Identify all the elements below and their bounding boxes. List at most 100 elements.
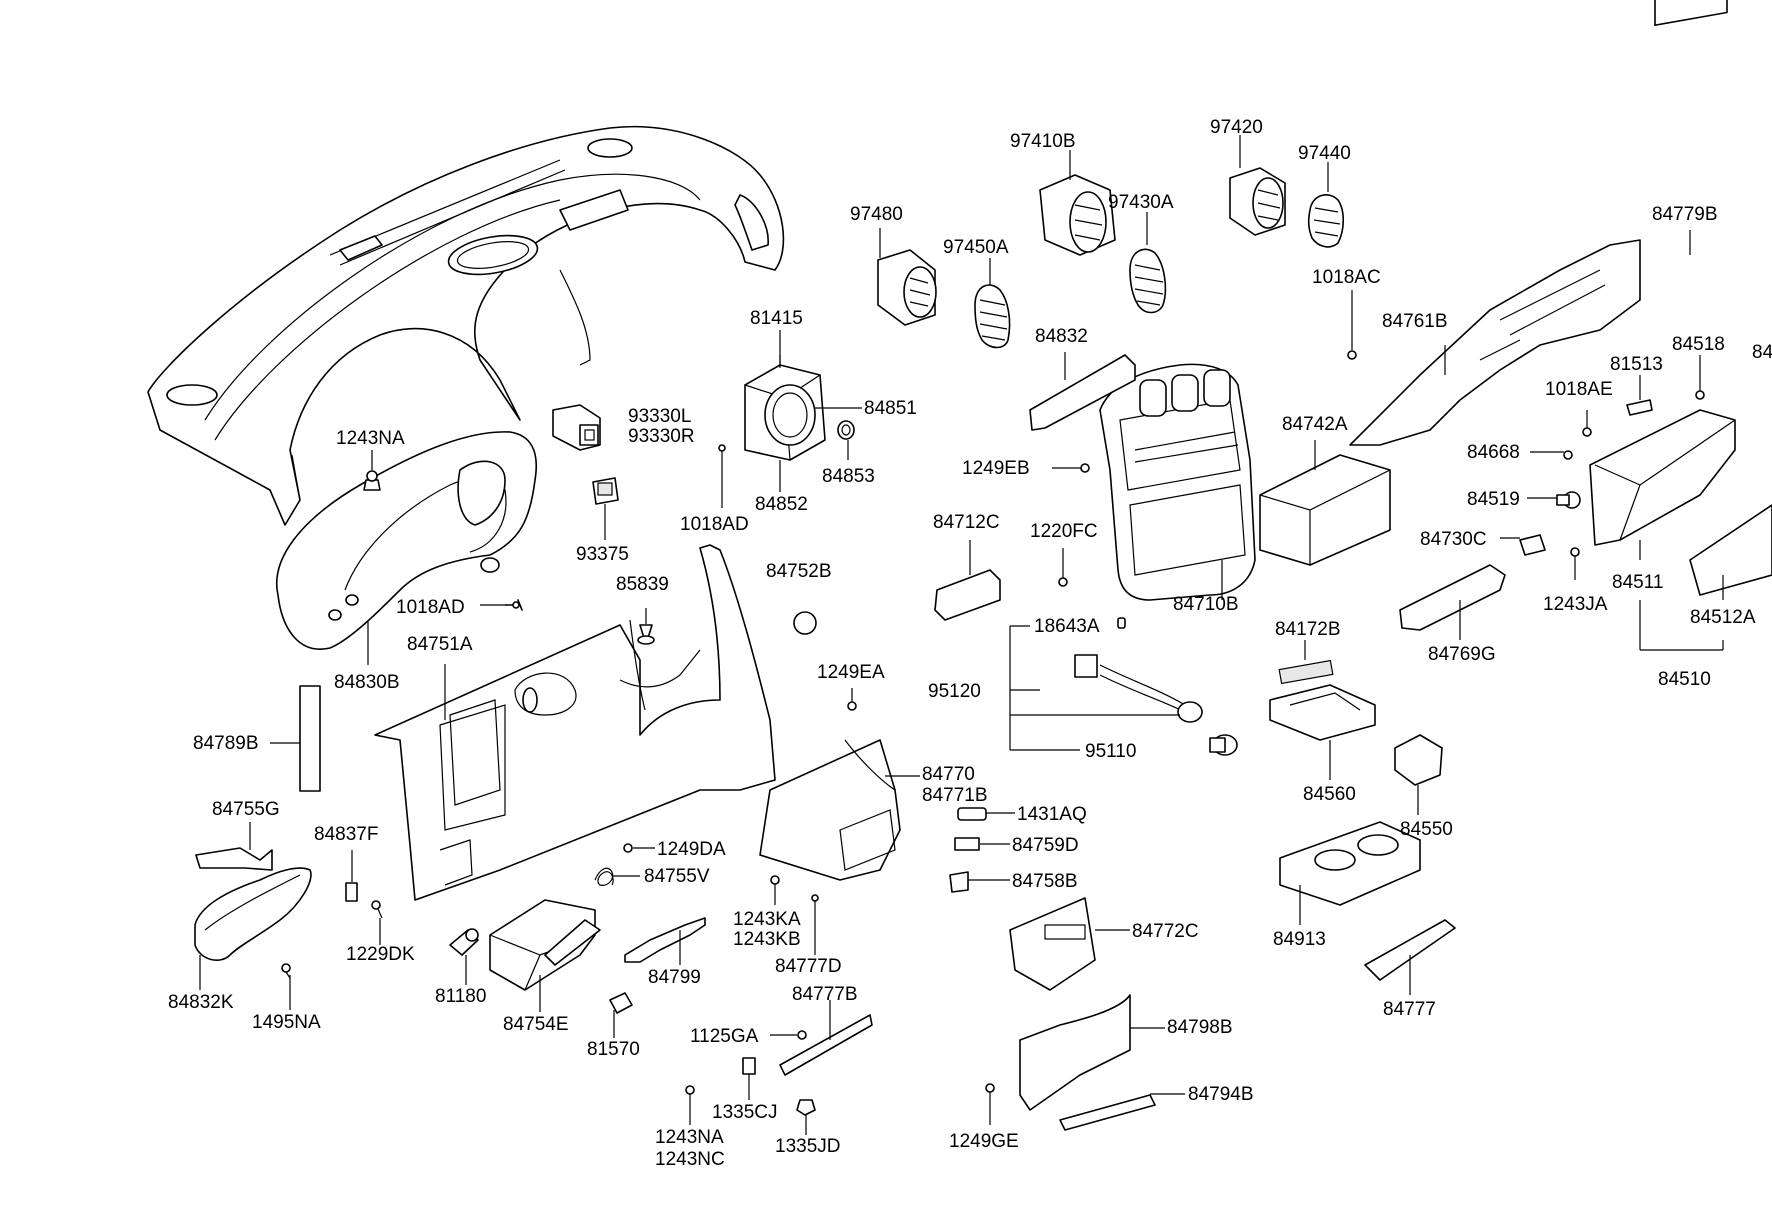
label-84668: 84668 <box>1467 442 1520 463</box>
label-84518: 84518 <box>1672 334 1725 355</box>
label-84751A: 84751A <box>407 634 473 655</box>
label-81570: 81570 <box>587 1039 640 1060</box>
screw-1243JA <box>1570 547 1580 557</box>
cigar-lighter-95120 <box>1074 654 1203 723</box>
pocket-84742A <box>1259 454 1391 566</box>
stopper-84668 <box>1563 450 1573 460</box>
bracket-84712C <box>934 569 1001 621</box>
lock-cylinder-84851 <box>744 364 826 461</box>
vent-97430A <box>1129 248 1167 314</box>
lamp-84519 <box>1556 491 1581 509</box>
label-84832K: 84832K <box>168 992 234 1013</box>
bulb-18643A <box>1117 617 1126 629</box>
label-97450A: 97450A <box>943 237 1009 258</box>
label-1018AC: 1018AC <box>1312 267 1381 288</box>
lower-crash-pad-84751A <box>374 544 776 901</box>
clip-81570 <box>609 992 633 1014</box>
label-1018AD-left: 1018AD <box>396 597 465 618</box>
label-84710B: 84710B <box>1173 594 1239 615</box>
screw-1249GE <box>985 1083 995 1093</box>
label-84799: 84799 <box>648 967 701 988</box>
screw-1018AE <box>1582 427 1592 437</box>
catch-84730C <box>1519 534 1546 556</box>
label-1243NC: 1243NC <box>655 1149 725 1170</box>
label-84771B: 84771B <box>922 785 988 806</box>
nut-1335JD <box>796 1099 816 1116</box>
label-84752B: 84752B <box>766 561 832 582</box>
glovebox-84511 <box>1589 409 1736 546</box>
label-1335JD: 1335JD <box>775 1136 841 1157</box>
label-84172B: 84172B <box>1275 619 1341 640</box>
label-1243KA: 1243KA <box>733 909 801 930</box>
vent-97450A <box>974 284 1011 349</box>
label-1243KB: 1243KB <box>733 929 801 950</box>
label-97430A: 97430A <box>1108 192 1174 213</box>
screw-1243KA <box>770 875 780 885</box>
cap-84752B <box>793 611 817 635</box>
cup-holder-84913 <box>1279 821 1421 906</box>
label-84852: 84852 <box>755 494 808 515</box>
label-84777: 84777 <box>1383 999 1436 1020</box>
label-84789B: 84789B <box>193 733 259 754</box>
label-1125GA: 1125GA <box>690 1026 759 1047</box>
label-1229DK: 1229DK <box>346 944 415 965</box>
support-84761B <box>1349 239 1641 446</box>
screw-1018AD <box>505 599 523 611</box>
label-84832: 84832 <box>1035 326 1088 347</box>
label-84550: 84550 <box>1400 819 1453 840</box>
label-84837F: 84837F <box>314 824 378 845</box>
label-1249DA: 1249DA <box>657 839 726 860</box>
label-97420: 97420 <box>1210 117 1263 138</box>
label-1431AQ: 1431AQ <box>1017 804 1087 825</box>
label-84758B: 84758B <box>1012 871 1078 892</box>
bracket-84794B <box>1059 1094 1156 1131</box>
label-93330R: 93330R <box>628 426 695 447</box>
clip-84758B <box>949 871 969 893</box>
screw-1220FC <box>1058 577 1068 587</box>
strip-84789B <box>299 685 321 792</box>
screw-1495NA <box>281 963 291 979</box>
vent-97420 <box>1229 167 1286 236</box>
label-84560: 84560 <box>1303 784 1356 805</box>
clip-1335CJ <box>742 1057 756 1075</box>
label-84-cut: 84 <box>1752 342 1772 363</box>
label-84761B: 84761B <box>1382 311 1448 332</box>
label-84779B <box>1654 0 1728 26</box>
label-84519: 84519 <box>1467 489 1520 510</box>
tray-84560 <box>1269 684 1376 741</box>
cluster-bezel-84830B <box>276 431 537 650</box>
label-85839: 85839 <box>616 574 669 595</box>
label-81180: 81180 <box>435 986 486 1007</box>
vent-97480 <box>877 249 937 326</box>
bracket-84755G <box>195 847 273 871</box>
label-1249EA: 1249EA <box>817 662 885 683</box>
switch-93375 <box>592 477 619 505</box>
trim-84832K <box>194 867 312 961</box>
label-1335CJ: 1335CJ <box>712 1102 778 1123</box>
label-84712C: 84712C <box>933 512 1000 533</box>
screw-1243NA-lower <box>685 1085 695 1095</box>
label-84777B: 84777B <box>792 984 858 1005</box>
push-clip-85839 <box>637 624 655 645</box>
label-93375: 93375 <box>576 544 629 565</box>
label-1243JA: 1243JA <box>1543 594 1608 615</box>
screw-1018AD-vertical <box>718 444 726 490</box>
label-84779B: 84779B <box>1652 204 1718 225</box>
pad-84759D <box>954 837 980 851</box>
pad-84172B <box>1278 659 1334 685</box>
label-84772C: 84772C <box>1132 921 1199 942</box>
glovebox-door-84512A <box>1689 504 1772 596</box>
label-84755V: 84755V <box>644 866 710 887</box>
label-84742A: 84742A <box>1282 414 1348 435</box>
vent-97410B <box>1039 174 1116 256</box>
holder-84550 <box>1394 734 1443 786</box>
damper-81180 <box>449 928 479 956</box>
label-97480: 97480 <box>850 204 903 225</box>
label-81513: 81513 <box>1610 354 1663 375</box>
label-84759D: 84759D <box>1012 835 1079 856</box>
label-84511: 84511 <box>1612 572 1663 593</box>
label-84730C: 84730C <box>1420 529 1487 550</box>
label-84769G: 84769G <box>1428 644 1496 665</box>
